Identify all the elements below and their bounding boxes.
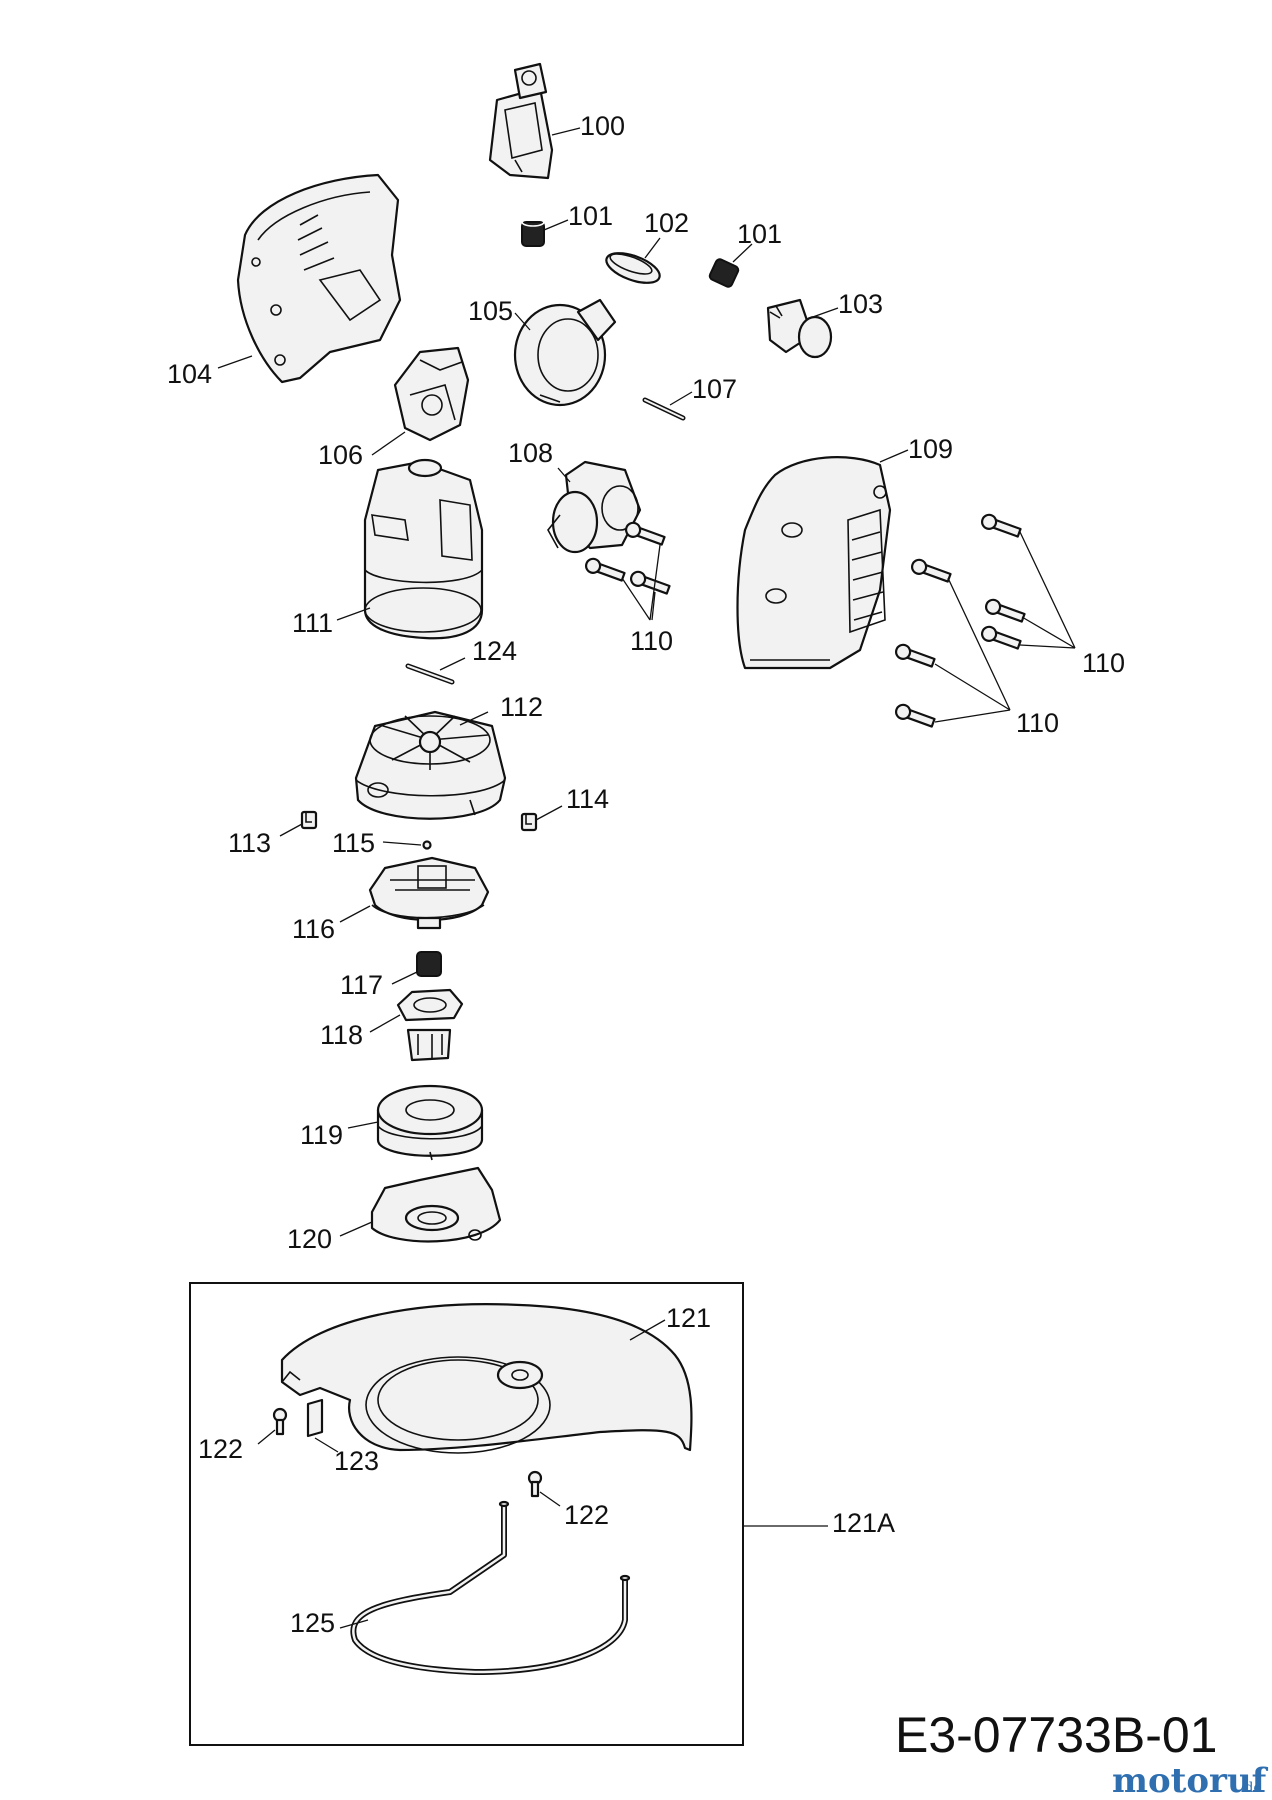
leader-102	[644, 237, 661, 259]
leader-114	[535, 805, 563, 821]
part-102-lock-button	[605, 252, 661, 284]
leader-116	[339, 905, 371, 923]
part-122-screw-right	[527, 1470, 543, 1498]
label-part-101: 101	[737, 219, 782, 249]
leader-112	[459, 711, 489, 726]
label-part-122: 122	[564, 1500, 609, 1530]
leader-109	[879, 449, 909, 463]
leader-118	[369, 1014, 401, 1033]
label-part-107: 107	[692, 374, 737, 404]
label-part-109: 109	[908, 434, 953, 464]
label-part-113: 113	[228, 828, 271, 858]
part-108-gear-joint	[547, 460, 642, 554]
part-104-left-housing	[236, 173, 402, 384]
part-122-screw-left	[272, 1407, 288, 1436]
leader-121	[629, 1319, 666, 1341]
brand-suffix: .de	[1240, 1780, 1262, 1796]
leader-101a	[543, 219, 569, 231]
part-118-spool-cap	[396, 988, 464, 1062]
label-part-114: 114	[566, 784, 609, 814]
drawing-code: E3-07733B-01	[895, 1707, 1217, 1763]
label-part-104: 104	[167, 359, 212, 389]
part-114-clip	[520, 812, 538, 832]
leader-113	[279, 823, 303, 837]
part-101-spring-right	[708, 258, 740, 288]
brand-logo: motoruf .de	[1112, 1761, 1269, 1800]
part-101-spring-left	[521, 217, 545, 247]
brand-name: motoruf	[1112, 1761, 1269, 1800]
label-part-110: 110	[630, 626, 673, 656]
label-part-122: 122	[198, 1434, 243, 1464]
part-119-spool	[376, 1084, 484, 1161]
label-part-101: 101	[568, 201, 613, 231]
label-part-120: 120	[287, 1224, 332, 1254]
label-part-119: 119	[300, 1120, 343, 1150]
part-110-screws-center	[584, 521, 671, 595]
part-124-pin	[405, 663, 455, 685]
label-part-106: 106	[318, 440, 363, 470]
leader-110a	[621, 544, 661, 621]
part-120-spool-cover	[370, 1166, 502, 1243]
label-part-121A: 121A	[832, 1508, 895, 1538]
label-part-100: 100	[580, 111, 625, 141]
leader-115	[382, 841, 422, 846]
label-part-111: 111	[292, 608, 333, 638]
leader-117	[391, 971, 418, 985]
part-115-ball	[422, 840, 432, 850]
leader-124	[439, 657, 466, 671]
leader-110c	[934, 577, 1011, 723]
leader-107	[669, 391, 693, 406]
part-100-switch-housing	[488, 62, 554, 180]
part-123-label-plate	[306, 1398, 324, 1438]
label-part-121: 121	[666, 1303, 711, 1333]
label-part-117: 117	[340, 970, 383, 1000]
leader-110b	[1019, 531, 1076, 649]
part-105-swivel-collar	[513, 298, 617, 407]
label-part-110: 110	[1082, 648, 1125, 678]
label-part-116: 116	[292, 914, 335, 944]
label-part-125: 125	[290, 1608, 335, 1638]
part-112-fan	[354, 710, 507, 820]
leader-119	[347, 1121, 379, 1129]
part-121-guard	[280, 1303, 693, 1454]
label-part-124: 124	[472, 636, 517, 666]
leader-105	[514, 312, 531, 331]
label-part-110: 110	[1016, 708, 1059, 738]
leader-111	[336, 607, 371, 621]
label-part-115: 115	[332, 828, 375, 858]
part-111-motor	[363, 458, 484, 640]
part-113-clip	[300, 810, 318, 830]
part-107-pin	[642, 397, 686, 421]
label-part-105: 105	[468, 296, 513, 326]
leader-108	[557, 467, 571, 483]
leader-104	[217, 355, 253, 369]
label-part-102: 102	[644, 208, 689, 238]
leader-103	[809, 307, 839, 319]
part-103-switch-knob	[766, 298, 833, 359]
leader-123	[314, 1437, 339, 1453]
guard-assembly-box	[189, 1282, 744, 1746]
label-part-108: 108	[508, 438, 553, 468]
label-part-112: 112	[500, 692, 543, 722]
part-109-right-housing	[736, 456, 892, 670]
leader-125	[339, 1619, 369, 1629]
label-part-123: 123	[334, 1446, 379, 1476]
label-part-103: 103	[838, 289, 883, 319]
leader-120	[339, 1221, 373, 1237]
part-117-spring	[416, 951, 442, 977]
part-116-spool-housing	[368, 856, 490, 930]
part-106-motor-bracket	[393, 346, 470, 442]
leader-106	[371, 431, 406, 456]
leader-100	[551, 127, 581, 136]
leader-122b	[539, 1491, 561, 1507]
leader-122a	[257, 1429, 276, 1445]
part-110-screws-right	[894, 513, 1026, 728]
part-125-wire-bracket	[350, 1500, 631, 1675]
leader-101b	[732, 243, 753, 263]
label-part-118: 118	[320, 1020, 363, 1050]
